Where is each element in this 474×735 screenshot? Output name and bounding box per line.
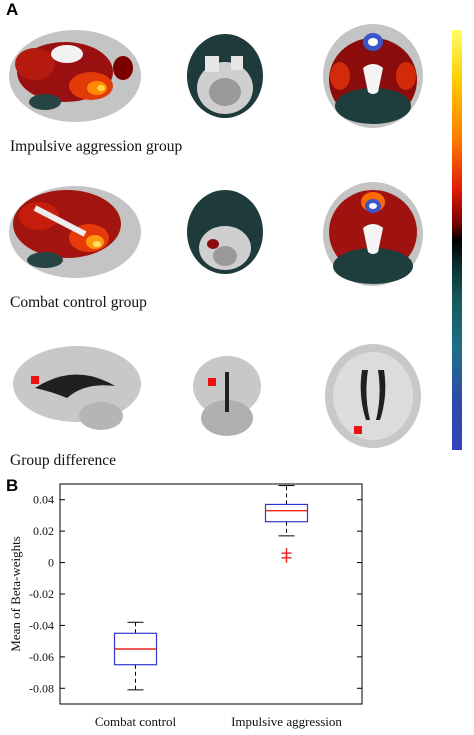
y-tick-label: 0.02	[33, 524, 54, 538]
x-category-label: Impulsive aggression	[231, 714, 342, 729]
group-label-difference: Group difference	[10, 452, 117, 469]
brain-sagittal-impulsive	[9, 30, 141, 122]
brain-axial-impulsive	[323, 24, 423, 128]
y-tick-label: 0	[48, 556, 54, 570]
brain-sagittal-control	[9, 186, 141, 278]
activation-colorbar	[452, 30, 462, 450]
brain-coronal-impulsive	[187, 34, 263, 118]
plot-frame	[59, 483, 363, 705]
brain-axial-difference	[325, 344, 421, 448]
y-axis-label: Mean of Beta-weights	[8, 536, 23, 652]
y-tick-label: -0.02	[29, 587, 54, 601]
y-tick-label: -0.04	[29, 618, 54, 632]
y-tick-label: 0.04	[33, 493, 54, 507]
box-iqr	[264, 503, 309, 523]
group-label-control: Combat control group	[10, 294, 147, 311]
box-plot-chart: 0.04 0.02 0 -0.02 -0.04 -0.06 -0.08 Combat con…	[8, 483, 363, 729]
y-tick-label: -0.06	[29, 650, 54, 664]
panel-a-letter: A	[6, 0, 19, 19]
brain-coronal-control	[187, 190, 263, 274]
brain-coronal-difference	[193, 356, 261, 436]
y-tick-label: -0.08	[29, 681, 54, 695]
brain-sagittal-difference	[13, 346, 141, 430]
panel-b-letter: B	[6, 476, 19, 495]
group-label-impulsive: Impulsive aggression group	[10, 138, 183, 155]
x-category-label: Combat control	[95, 714, 177, 729]
brain-axial-control	[323, 182, 423, 286]
